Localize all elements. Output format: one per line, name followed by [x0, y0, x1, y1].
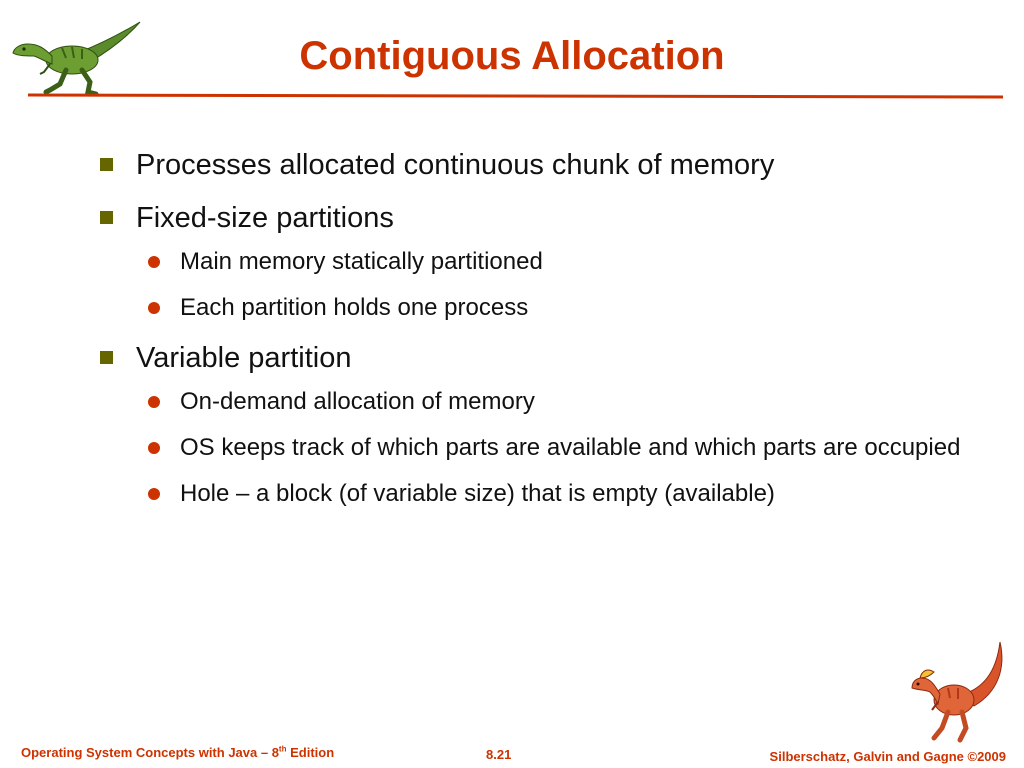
- round-bullet-icon: [148, 302, 160, 314]
- green-dinosaur-icon: [12, 21, 141, 96]
- square-bullet-icon: [100, 211, 113, 224]
- round-bullet-icon: [148, 442, 160, 454]
- bullet-text: Fixed-size partitions: [136, 202, 394, 234]
- sub-bullet-item: On-demand allocation of memory: [98, 386, 978, 417]
- title-underline: [28, 93, 1003, 99]
- slide-title: Contiguous Allocation: [299, 34, 725, 78]
- footer-copyright: Silberschatz, Galvin and Gagne ©2009: [769, 749, 1006, 764]
- sub-bullet-text: Main memory statically partitioned: [180, 248, 543, 275]
- sub-bullet-item: OS keeps track of which parts are availa…: [98, 432, 978, 463]
- sub-bullet-text: Each partition holds one process: [180, 294, 529, 321]
- slide-body: Processes allocated continuous chunk of …: [98, 145, 978, 524]
- sub-bullet-text: Hole – a block (of variable size) that i…: [180, 480, 775, 507]
- sub-bullet-list: Main memory statically partitioned Each …: [98, 246, 978, 323]
- round-bullet-icon: [148, 488, 160, 500]
- bullet-item: Fixed-size partitions: [98, 198, 978, 238]
- square-bullet-icon: [100, 158, 113, 171]
- round-bullet-icon: [148, 396, 160, 408]
- bullet-text: Variable partition: [136, 342, 352, 374]
- sub-bullet-item: Each partition holds one process: [98, 292, 978, 323]
- sub-bullet-list: On-demand allocation of memory OS keeps …: [98, 386, 978, 509]
- sub-bullet-item: Hole – a block (of variable size) that i…: [98, 478, 978, 509]
- red-dinosaur-icon: [911, 641, 1003, 743]
- square-bullet-icon: [100, 351, 113, 364]
- round-bullet-icon: [148, 256, 160, 268]
- sub-bullet-item: Main memory statically partitioned: [98, 246, 978, 277]
- footer-page-number: 8.21: [486, 747, 512, 762]
- sub-bullet-text: On-demand allocation of memory: [180, 388, 535, 415]
- footer-book-title: Operating System Concepts with Java – 8t…: [21, 744, 335, 760]
- bullet-text: Processes allocated continuous chunk of …: [136, 149, 775, 181]
- bullet-item: Variable partition: [98, 338, 978, 378]
- bullet-item: Processes allocated continuous chunk of …: [98, 145, 978, 185]
- sub-bullet-text: OS keeps track of which parts are availa…: [180, 434, 961, 461]
